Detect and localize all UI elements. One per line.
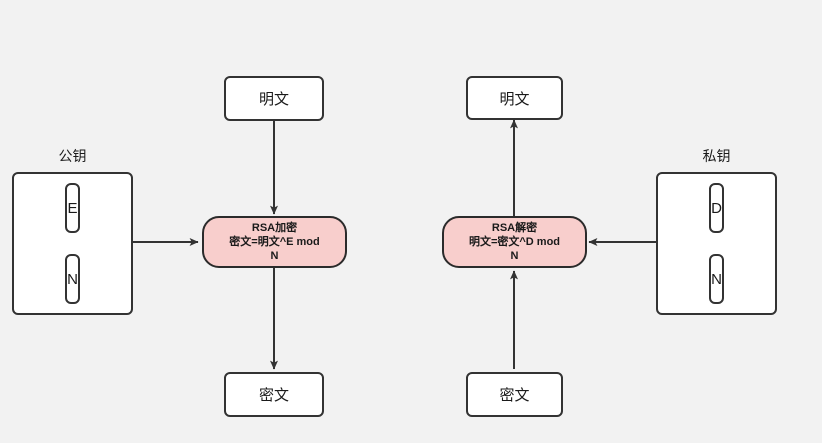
private-key-slot-d-label: D <box>711 199 722 217</box>
public-key-slot-e-label: E <box>67 199 78 217</box>
private-key-slot-n-label: N <box>711 270 722 288</box>
public-key-slot-e[interactable]: E <box>65 183 80 233</box>
rsa-decrypt-formula-line-1: 明文=密文^D mod <box>468 235 561 248</box>
encryption-plaintext-label: 明文 <box>258 91 289 108</box>
public-key-slot-n-label: N <box>67 270 78 288</box>
decryption-plaintext-node[interactable]: 明文 <box>466 76 563 120</box>
private-key-title: 私钥 <box>702 148 731 164</box>
private-key-container[interactable]: D N <box>656 172 777 315</box>
public-key-container[interactable]: E N <box>12 172 133 315</box>
rsa-encrypt-title: RSA加密 <box>251 221 298 234</box>
encryption-ciphertext-label: 密文 <box>258 387 289 404</box>
rsa-encrypt-formula-line-2: N <box>270 250 279 263</box>
rsa-decrypt-title: RSA解密 <box>491 221 538 234</box>
encryption-ciphertext-node[interactable]: 密文 <box>224 372 324 417</box>
public-key-slot-n[interactable]: N <box>65 254 80 304</box>
private-key-slot-n[interactable]: N <box>709 254 724 304</box>
rsa-encrypt-process-node[interactable]: RSA加密 密文=明文^E mod N <box>202 216 347 268</box>
private-key-slot-d[interactable]: D <box>709 183 724 233</box>
rsa-decrypt-process-node[interactable]: RSA解密 明文=密文^D mod N <box>442 216 587 268</box>
decryption-ciphertext-label: 密文 <box>499 387 530 404</box>
decryption-ciphertext-node[interactable]: 密文 <box>466 372 563 417</box>
decryption-plaintext-label: 明文 <box>499 90 530 108</box>
rsa-decrypt-formula-line-2: N <box>510 250 519 263</box>
encryption-plaintext-node[interactable]: 明文 <box>224 76 324 121</box>
public-key-title: 公钥 <box>58 148 87 164</box>
rsa-encrypt-formula-line-1: 密文=明文^E mod <box>229 235 320 248</box>
